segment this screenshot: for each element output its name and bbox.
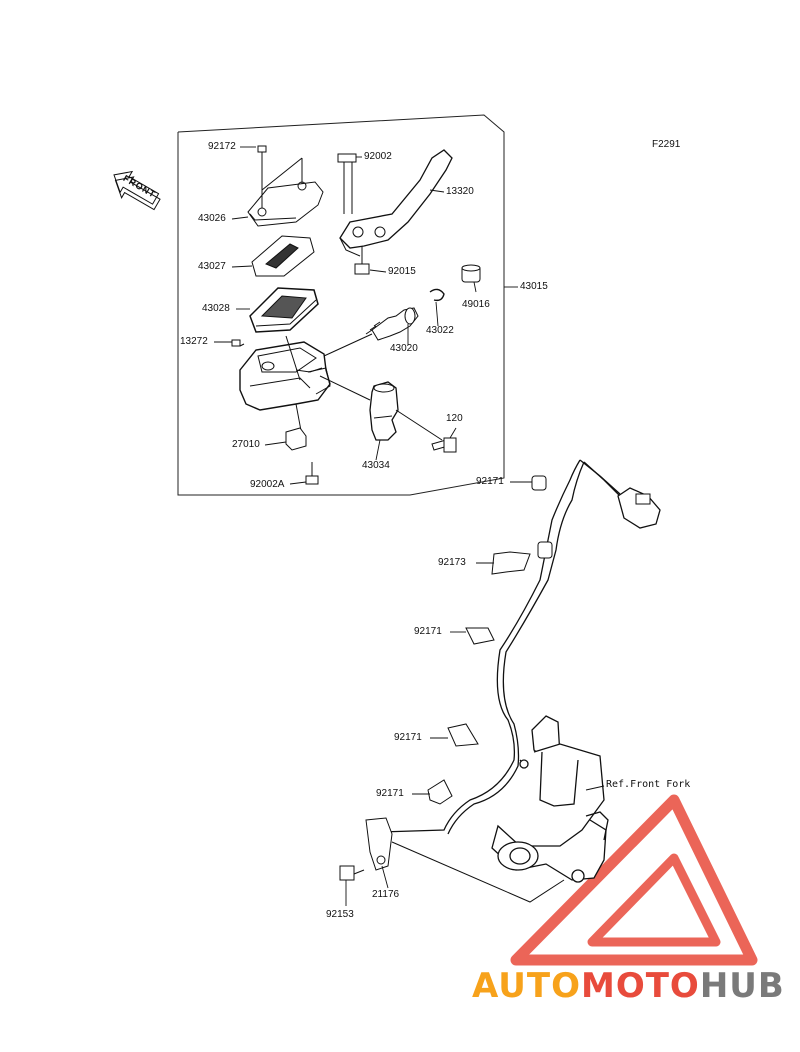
part-label-43027: 43027 (198, 261, 226, 272)
part-label-27010: 27010 (232, 439, 260, 450)
part-label-120: 120 (446, 413, 463, 424)
clip-92171-middle (465, 627, 495, 645)
holder-92173 (491, 541, 553, 575)
part-label-49016: 49016 (462, 299, 490, 310)
leader-lines (214, 146, 605, 906)
part-label-43022: 43022 (426, 325, 454, 336)
watermark-logo-triangle (510, 794, 758, 966)
clip-92171-upper (531, 475, 547, 491)
part-label-43020: 43020 (390, 343, 418, 354)
circlip-43022 (429, 288, 445, 302)
switch-27010 (285, 427, 307, 451)
part-label-92002: 92002 (364, 151, 392, 162)
watermark-part-moto: MOTO (580, 966, 700, 1006)
part-label-92015: 92015 (388, 266, 416, 277)
piston-kit-43020 (323, 307, 419, 357)
part-label-92171-middle: 92171 (414, 626, 442, 637)
part-label-43028: 43028 (202, 303, 230, 314)
assembly-frame (177, 114, 505, 496)
brake-lever-13320 (337, 149, 453, 275)
part-label-43034: 43034 (362, 460, 390, 471)
reservoir-cover-43026 (247, 154, 324, 227)
front-fork-assembly (491, 715, 609, 883)
reference-front-fork-label: Ref.Front Fork (606, 779, 691, 790)
part-label-92002a: 92002A (250, 479, 285, 490)
part-label-92173: 92173 (438, 557, 466, 568)
watermark-part-hub: HUB (699, 966, 785, 1006)
part-label-92172: 92172 (208, 141, 236, 152)
clamp-43034 (319, 375, 443, 441)
part-label-92171-lower-1: 92171 (394, 732, 422, 743)
bolt-120 (431, 437, 457, 453)
master-cylinder-body (239, 335, 331, 437)
part-label-92171-upper: 92171 (476, 476, 504, 487)
brake-line (379, 459, 621, 835)
front-arrow-icon (113, 170, 161, 211)
watermark-brand-text: AUTOMOTOHUB (472, 966, 785, 1006)
clip-92171-lower-2 (427, 779, 453, 805)
diaphragm-plate-43027 (251, 235, 315, 277)
part-label-43026: 43026 (198, 213, 226, 224)
bolt-92153 (339, 865, 365, 881)
part-label-13320: 13320 (446, 186, 474, 197)
part-label-21176: 21176 (372, 889, 400, 900)
part-label-43015: 43015 (520, 281, 548, 292)
screw-92172 (257, 145, 267, 164)
diaphragm-43028 (249, 287, 319, 333)
sensor-connector (617, 487, 661, 529)
bleeder-13272 (231, 339, 241, 347)
figure-code: F2291 (652, 139, 681, 150)
bracket-21176 (365, 817, 565, 903)
bushing-49016 (461, 264, 481, 283)
part-label-92171-lower-2: 92171 (376, 788, 404, 799)
part-label-13272: 13272 (180, 336, 208, 347)
clip-92171-lower-1 (447, 723, 479, 747)
part-label-92153: 92153 (326, 909, 354, 920)
watermark-part-auto: AUTO (472, 966, 581, 1006)
screw-92002a (305, 462, 319, 485)
